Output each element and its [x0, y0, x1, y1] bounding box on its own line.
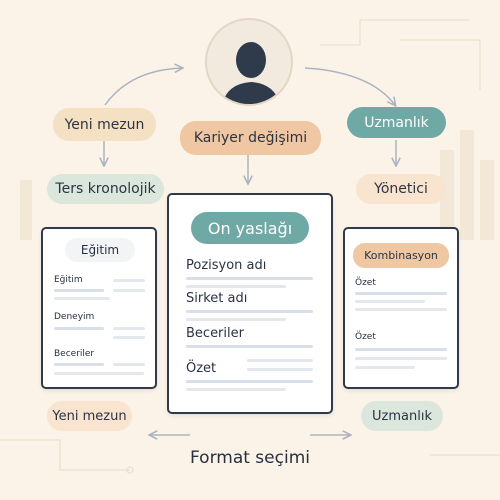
main-resume-card[interactable]: On yaslağı Pozisyon adı Sirket adı Becer…	[167, 193, 333, 414]
right-card-header: Kombinasyon	[353, 243, 449, 268]
right-section-label: Özet	[355, 332, 376, 342]
career-change-tag[interactable]: Kariyer değişimi	[180, 121, 321, 155]
center-card-header: On yaslağı	[191, 212, 309, 244]
left-section-label: Beceriler	[54, 349, 95, 359]
center-section-label: Pozisyon adı	[186, 258, 267, 273]
right-section-label: Özet	[355, 278, 376, 288]
specialization-tag[interactable]: Uzmanlık	[347, 107, 446, 138]
left-section-label: Deneyim	[54, 312, 95, 322]
center-section-label: Özet	[186, 361, 217, 376]
executive-tag[interactable]: Yönetici	[356, 174, 446, 204]
center-section-label: Beceriler	[186, 326, 244, 341]
user-avatar-icon	[205, 18, 293, 106]
reverse-chronological-tag[interactable]: Ters kronolojik	[47, 174, 164, 204]
new-graduate-bottom-tag[interactable]: Yeni mezun	[47, 401, 132, 431]
combination-resume-card[interactable]: Kombinasyon Özet Özet	[343, 227, 459, 389]
left-card-header: Eğitim	[65, 238, 135, 262]
education-resume-card[interactable]: Eğitim Eğitim Deneyim Beceriler	[41, 227, 157, 389]
format-selection-title: Format seçimi	[190, 448, 310, 468]
new-graduate-tag[interactable]: Yeni mezun	[53, 108, 156, 141]
left-section-label: Eğitim	[54, 275, 83, 285]
specialization-bottom-tag[interactable]: Uzmanlık	[361, 401, 443, 431]
center-section-label: Sirket adı	[186, 291, 248, 306]
